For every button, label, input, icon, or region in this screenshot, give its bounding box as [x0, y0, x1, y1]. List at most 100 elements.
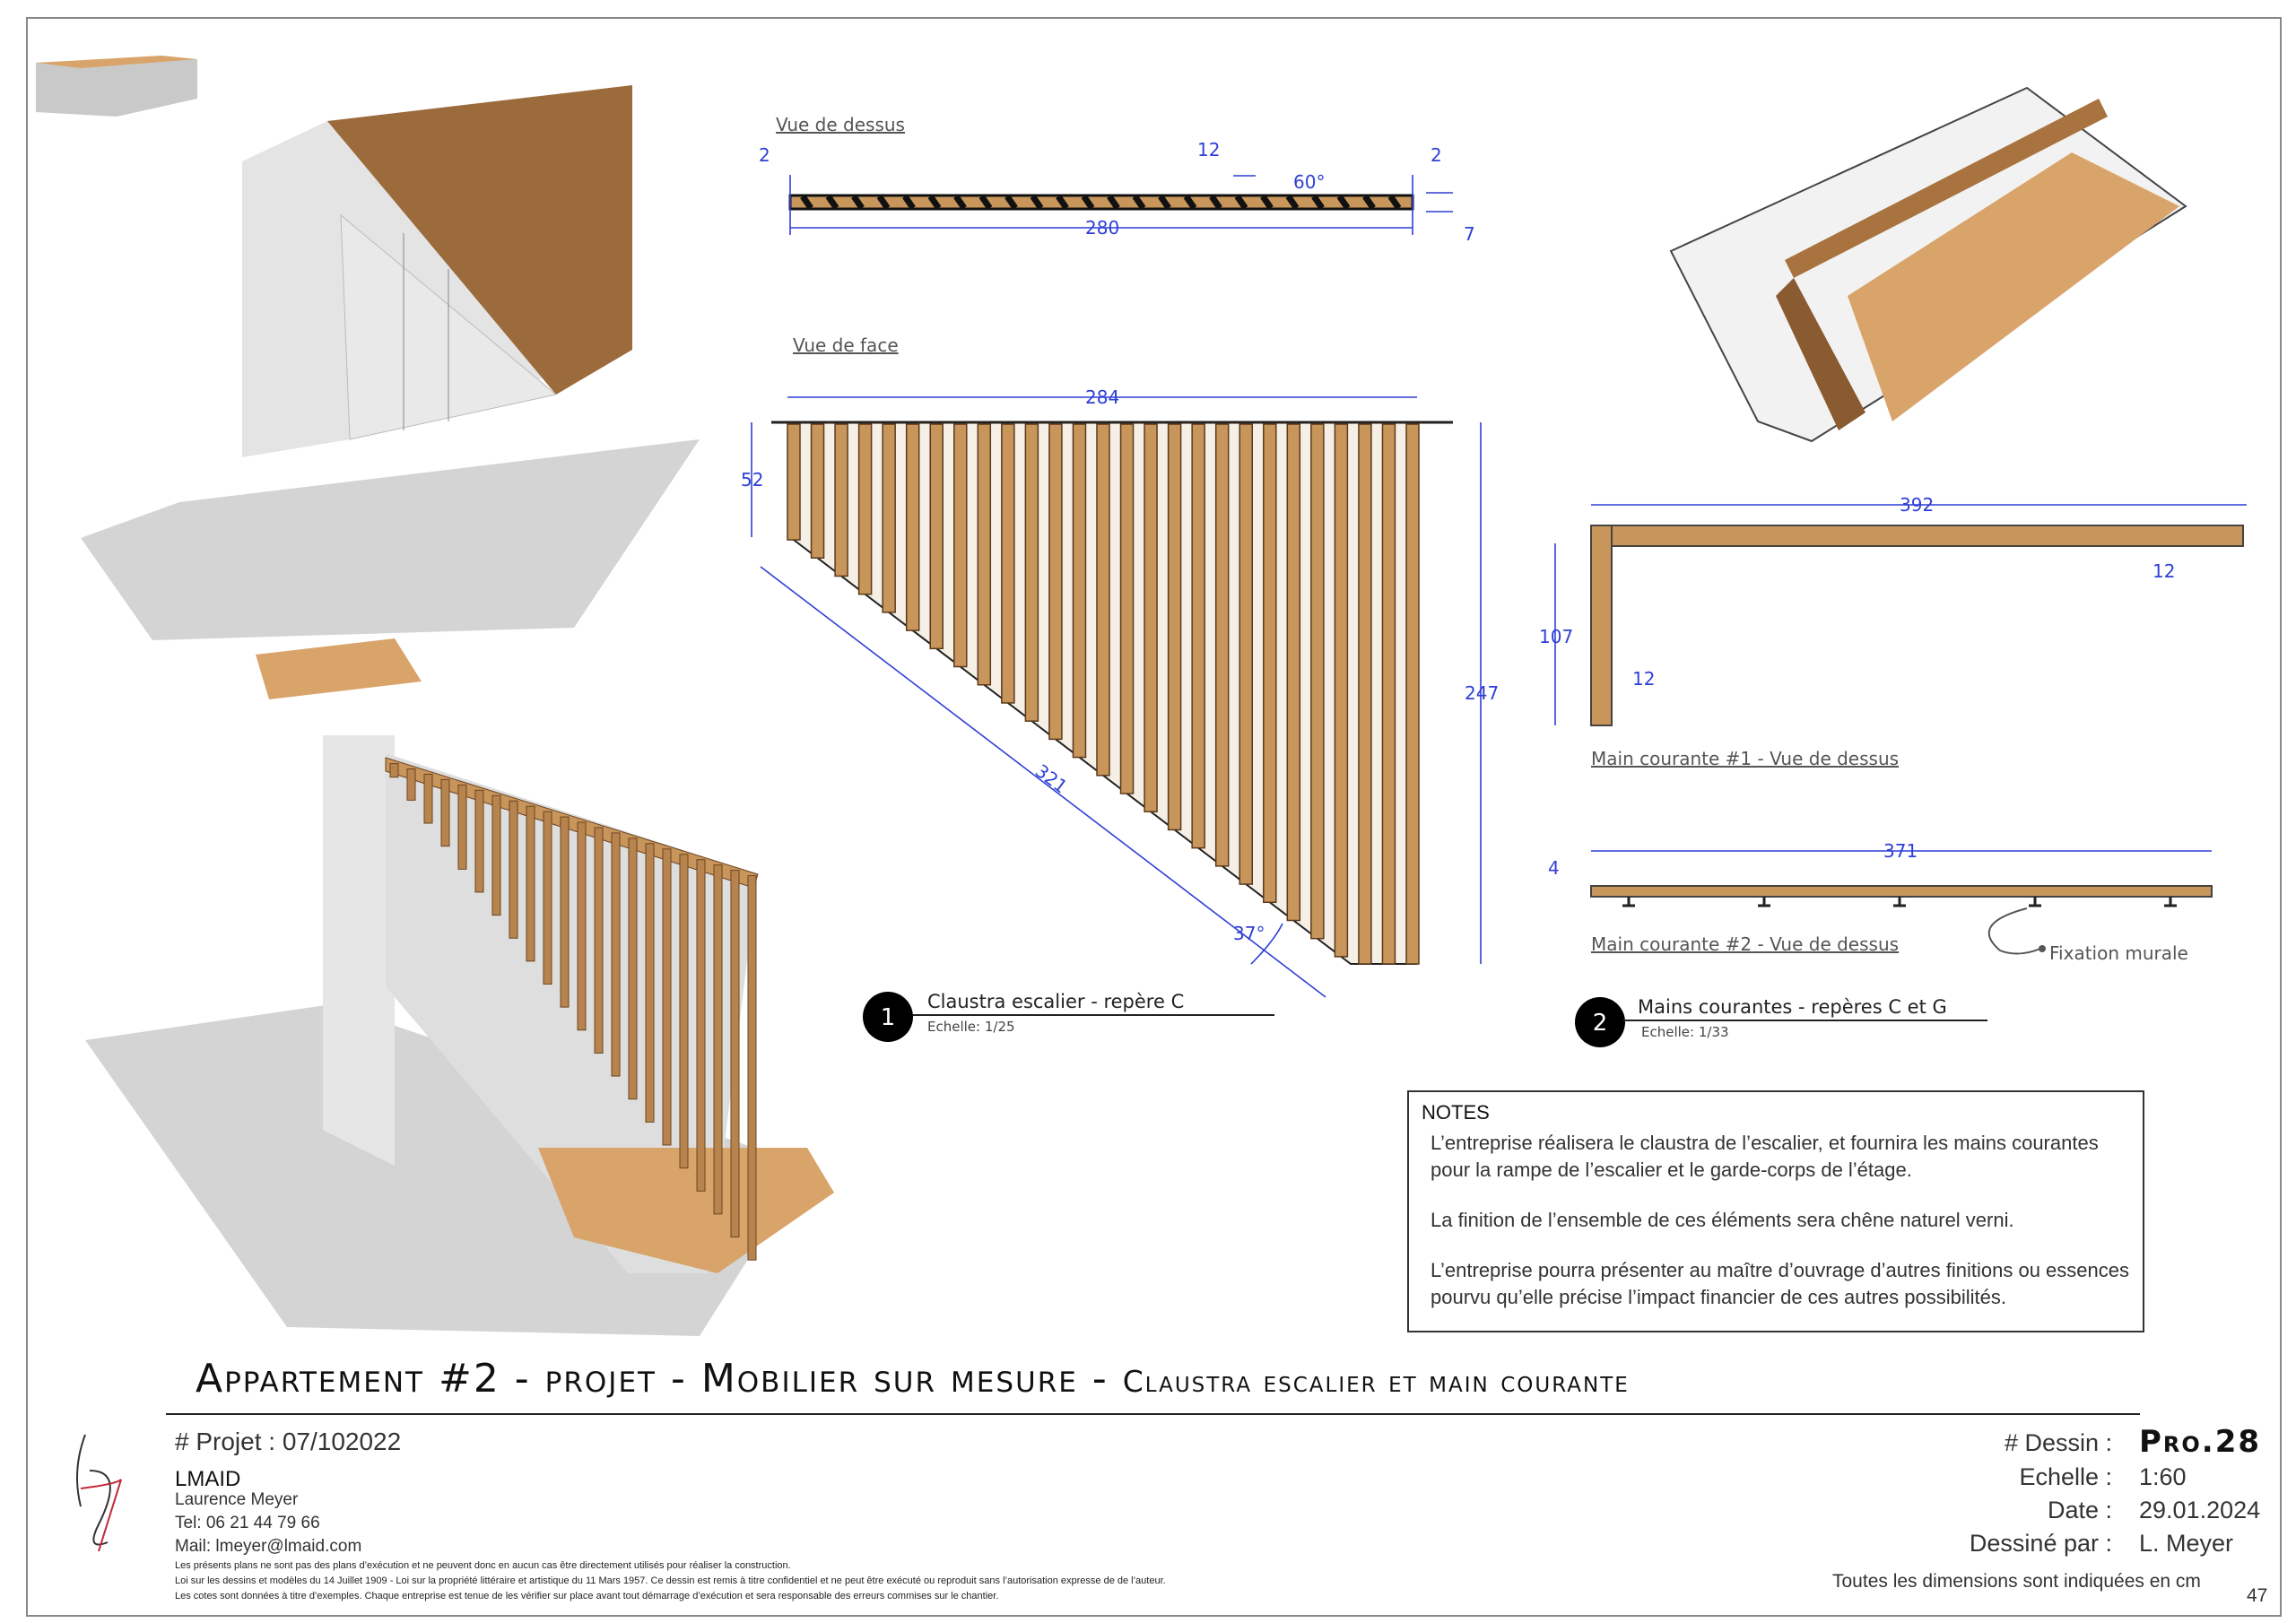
top-view-slat: [1311, 195, 1325, 210]
handrail-2-drawing: [1590, 850, 2213, 955]
claustra-slat: [1096, 423, 1110, 777]
top-view-slat: [1336, 195, 1351, 210]
railing-baluster: [696, 859, 706, 1192]
title-sub: Claustra escalier et main courante: [1122, 1364, 1630, 1399]
claustra-slat: [1119, 423, 1135, 794]
dim-4: 4: [1548, 857, 1560, 879]
dim-247: 247: [1465, 682, 1499, 704]
dessine-label: Dessiné par :: [1969, 1530, 2112, 1557]
claustra-front: [771, 421, 1453, 965]
railing-baluster: [389, 763, 399, 778]
top-view-slat: [1362, 195, 1376, 210]
detail-2-title: Mains courantes - repères C et G: [1638, 996, 1947, 1018]
detail-2-scale: Echelle: 1/33: [1641, 1024, 1729, 1040]
author-name: Laurence Meyer: [175, 1490, 299, 1509]
dim-12-vertical: 12: [1632, 668, 1655, 690]
top-view-dimensions: [789, 175, 1453, 235]
dim-2-right: 2: [1431, 144, 1442, 166]
top-view-slat: [1387, 195, 1402, 210]
top-view-slat: [1056, 195, 1069, 210]
top-view-label: Vue de dessus: [776, 114, 905, 135]
railing-baluster: [457, 784, 467, 870]
render-railing: [385, 757, 759, 1261]
dim-321: 321: [1031, 759, 1072, 797]
railing-baluster: [679, 854, 689, 1169]
project-number: # Projet : 07/102022: [175, 1428, 401, 1456]
dim-2-left: 2: [759, 144, 770, 166]
top-view-slat: [876, 195, 891, 210]
top-view-slat: [1107, 195, 1120, 210]
railing-baluster: [611, 832, 621, 1077]
top-view-slat: [1183, 195, 1197, 210]
railing-baluster: [474, 789, 484, 893]
railing-baluster: [491, 794, 501, 916]
top-view-slat: [1030, 195, 1044, 210]
dim-7: 7: [1464, 223, 1475, 245]
page-title: Appartement #2 - projet - Mobilier sur m…: [196, 1356, 1630, 1402]
claustra-slat: [1286, 423, 1301, 922]
top-view-slat: [851, 195, 865, 210]
legal-line: Les cotes sont données à titre d’exemple…: [175, 1591, 999, 1601]
render-stair-closed: [36, 56, 700, 640]
top-view-slat: [1209, 195, 1222, 210]
claustra-slat: [787, 423, 801, 541]
author-tel: Tel: 06 21 44 79 66: [175, 1514, 320, 1532]
claustra-slat: [1001, 423, 1015, 704]
top-view-slat: [1081, 195, 1095, 210]
units-note: Toutes les dimensions sont indiquées en …: [1832, 1571, 2201, 1592]
page-number: 47: [2247, 1585, 2268, 1606]
wall-fixation: [2029, 897, 2041, 907]
detail-1-badge: [863, 992, 913, 1042]
dim-284: 284: [1085, 386, 1119, 408]
claustra-slat: [1048, 423, 1063, 741]
railing-baluster: [526, 805, 535, 962]
project-label: # Projet :: [175, 1428, 276, 1455]
handrail-1-label: Main courante #1 - Vue de dessus: [1591, 748, 1899, 769]
top-view-slat: [953, 195, 967, 210]
railing-baluster: [747, 875, 757, 1261]
echelle-value: 1:60: [2139, 1463, 2187, 1490]
render-stair-top: [1669, 86, 2187, 443]
claustra-slat: [1191, 423, 1205, 849]
claustra-slat: [905, 423, 920, 631]
wall-fixation: [2164, 897, 2177, 907]
legal-line: Loi sur les dessins et modèles du 14 Jui…: [175, 1575, 1166, 1586]
handrail-1-drawing: [1554, 504, 2247, 726]
legal-line: Les présents plans ne sont pas des plans…: [175, 1560, 791, 1571]
detail-2-badge: [1575, 997, 1625, 1047]
dim-12-horizontal: 12: [2152, 560, 2175, 582]
note-item: L’entreprise pourra présenter au maître …: [1431, 1259, 2130, 1308]
claustra-slat: [929, 423, 944, 650]
detail-2-number: 2: [1593, 1010, 1608, 1037]
top-view-slat: [1234, 195, 1248, 210]
dessin-value: Pro.28: [2139, 1424, 2262, 1460]
claustra-slat: [977, 423, 992, 686]
railing-baluster: [560, 816, 570, 1008]
railing-baluster: [543, 811, 552, 985]
date-label: Date :: [2047, 1497, 2112, 1523]
note-item: La finition de l’ensemble de ces élément…: [1431, 1209, 2014, 1231]
railing-baluster: [662, 848, 672, 1146]
front-view-dimensions: [751, 396, 1482, 998]
dim-12: 12: [1197, 139, 1220, 161]
company-name: LMAID: [175, 1467, 241, 1491]
dessin-label: # Dessin :: [2004, 1429, 2112, 1456]
detail-1-title: Claustra escalier - repère C: [927, 991, 1184, 1012]
detail-1-number: 1: [881, 1004, 896, 1031]
project-value: 07/102022: [282, 1428, 402, 1455]
claustra-slat: [1263, 423, 1277, 904]
claustra-slat: [1144, 423, 1158, 812]
dim-107: 107: [1539, 626, 1573, 647]
railing-baluster: [406, 768, 416, 801]
front-view-label: Vue de face: [793, 334, 899, 356]
date-value: 29.01.2024: [2139, 1497, 2261, 1523]
dim-280: 280: [1085, 217, 1119, 239]
claustra-slat: [1024, 423, 1039, 722]
top-view-slat: [927, 195, 942, 210]
dim-60deg: 60°: [1293, 171, 1325, 193]
top-view-bar: [788, 194, 1414, 211]
handrail-2-label: Main courante #2 - Vue de dessus: [1591, 933, 1899, 955]
detail-1-scale: Echelle: 1/25: [927, 1019, 1015, 1035]
claustra-slat: [1239, 423, 1253, 885]
